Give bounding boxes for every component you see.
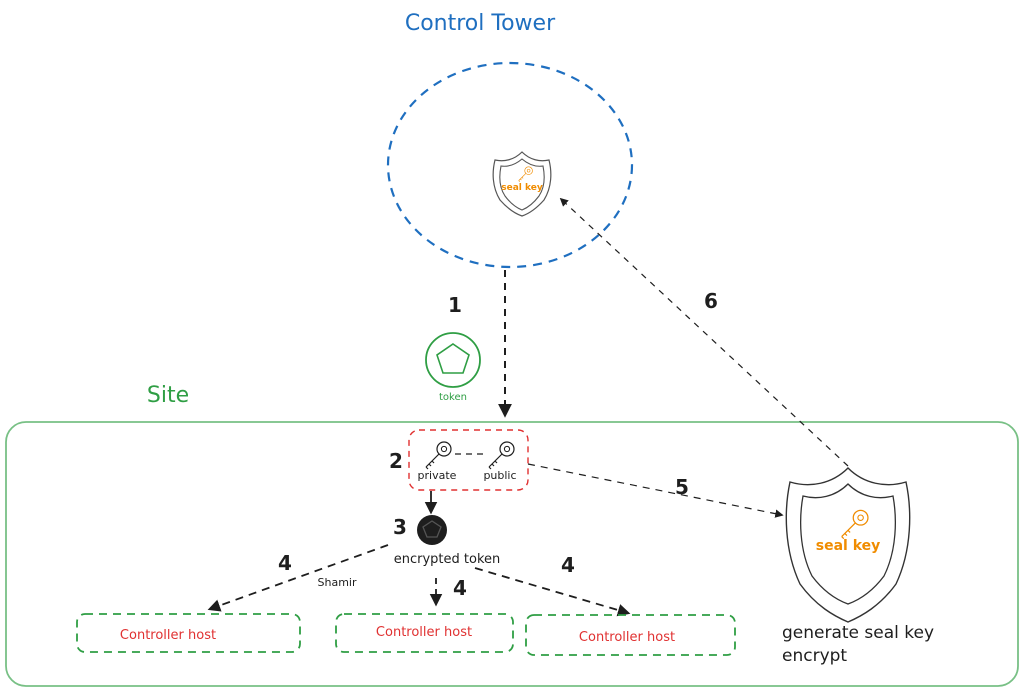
encrypted-token[interactable]: encrypted token	[394, 515, 501, 567]
public-key-icon	[488, 441, 515, 470]
site-seal-caption-line1: generate seal key	[782, 623, 934, 643]
site-boundary[interactable]	[5, 421, 1019, 687]
pentagon-filled-circle-icon	[417, 515, 447, 545]
control-tower-boundary[interactable]	[386, 61, 634, 269]
arrow-step-4-host-1[interactable]	[207, 544, 389, 612]
arrow-step-4-host-3[interactable]	[474, 567, 631, 617]
private-key-label: private	[418, 469, 457, 482]
shield-key-icon	[785, 467, 911, 623]
site-seal-caption-line2: encrypt	[782, 646, 847, 666]
step-4b-label: 4	[453, 576, 467, 600]
site-label: Site	[147, 383, 189, 408]
controller-host-1[interactable]: Controller host	[76, 613, 301, 653]
controller-host-3[interactable]: Controller host	[525, 614, 736, 656]
token[interactable]: token	[425, 332, 481, 403]
site-seal-key[interactable]: seal key	[785, 467, 911, 623]
step-4c-label: 4	[561, 553, 575, 577]
shield-key-icon	[492, 151, 552, 217]
controller-host-label: Controller host	[376, 625, 472, 640]
arrow-step-5[interactable]	[527, 463, 784, 518]
token-label: token	[439, 392, 467, 403]
encrypted-token-label: encrypted token	[394, 552, 501, 567]
key-icon	[841, 509, 869, 540]
control-tower-seal-key[interactable]: seal key	[492, 151, 552, 217]
step-3-label: 3	[393, 515, 407, 539]
step-5-label: 5	[675, 475, 689, 499]
shamir-label: Shamir	[318, 576, 357, 589]
step-6-label: 6	[704, 289, 718, 313]
keypair-box[interactable]: private public	[408, 429, 529, 491]
pentagon-circle-icon	[425, 332, 481, 388]
site-seal-key-label: seal key	[816, 538, 881, 554]
step-2-label: 2	[389, 449, 403, 473]
private-key-icon	[425, 441, 452, 470]
step-1-label: 1	[448, 293, 462, 317]
key-icon	[518, 166, 533, 183]
seal-key-label: seal key	[501, 183, 543, 193]
arrow-step-6[interactable]	[559, 197, 849, 467]
diagram-title: Control Tower	[405, 11, 556, 36]
pentagon-icon	[436, 343, 470, 374]
step-4a-label: 4	[278, 551, 292, 575]
controller-host-label: Controller host	[579, 630, 675, 645]
controller-host-label: Controller host	[120, 628, 216, 643]
public-key-label: public	[483, 469, 516, 482]
controller-host-2[interactable]: Controller host	[335, 613, 514, 653]
